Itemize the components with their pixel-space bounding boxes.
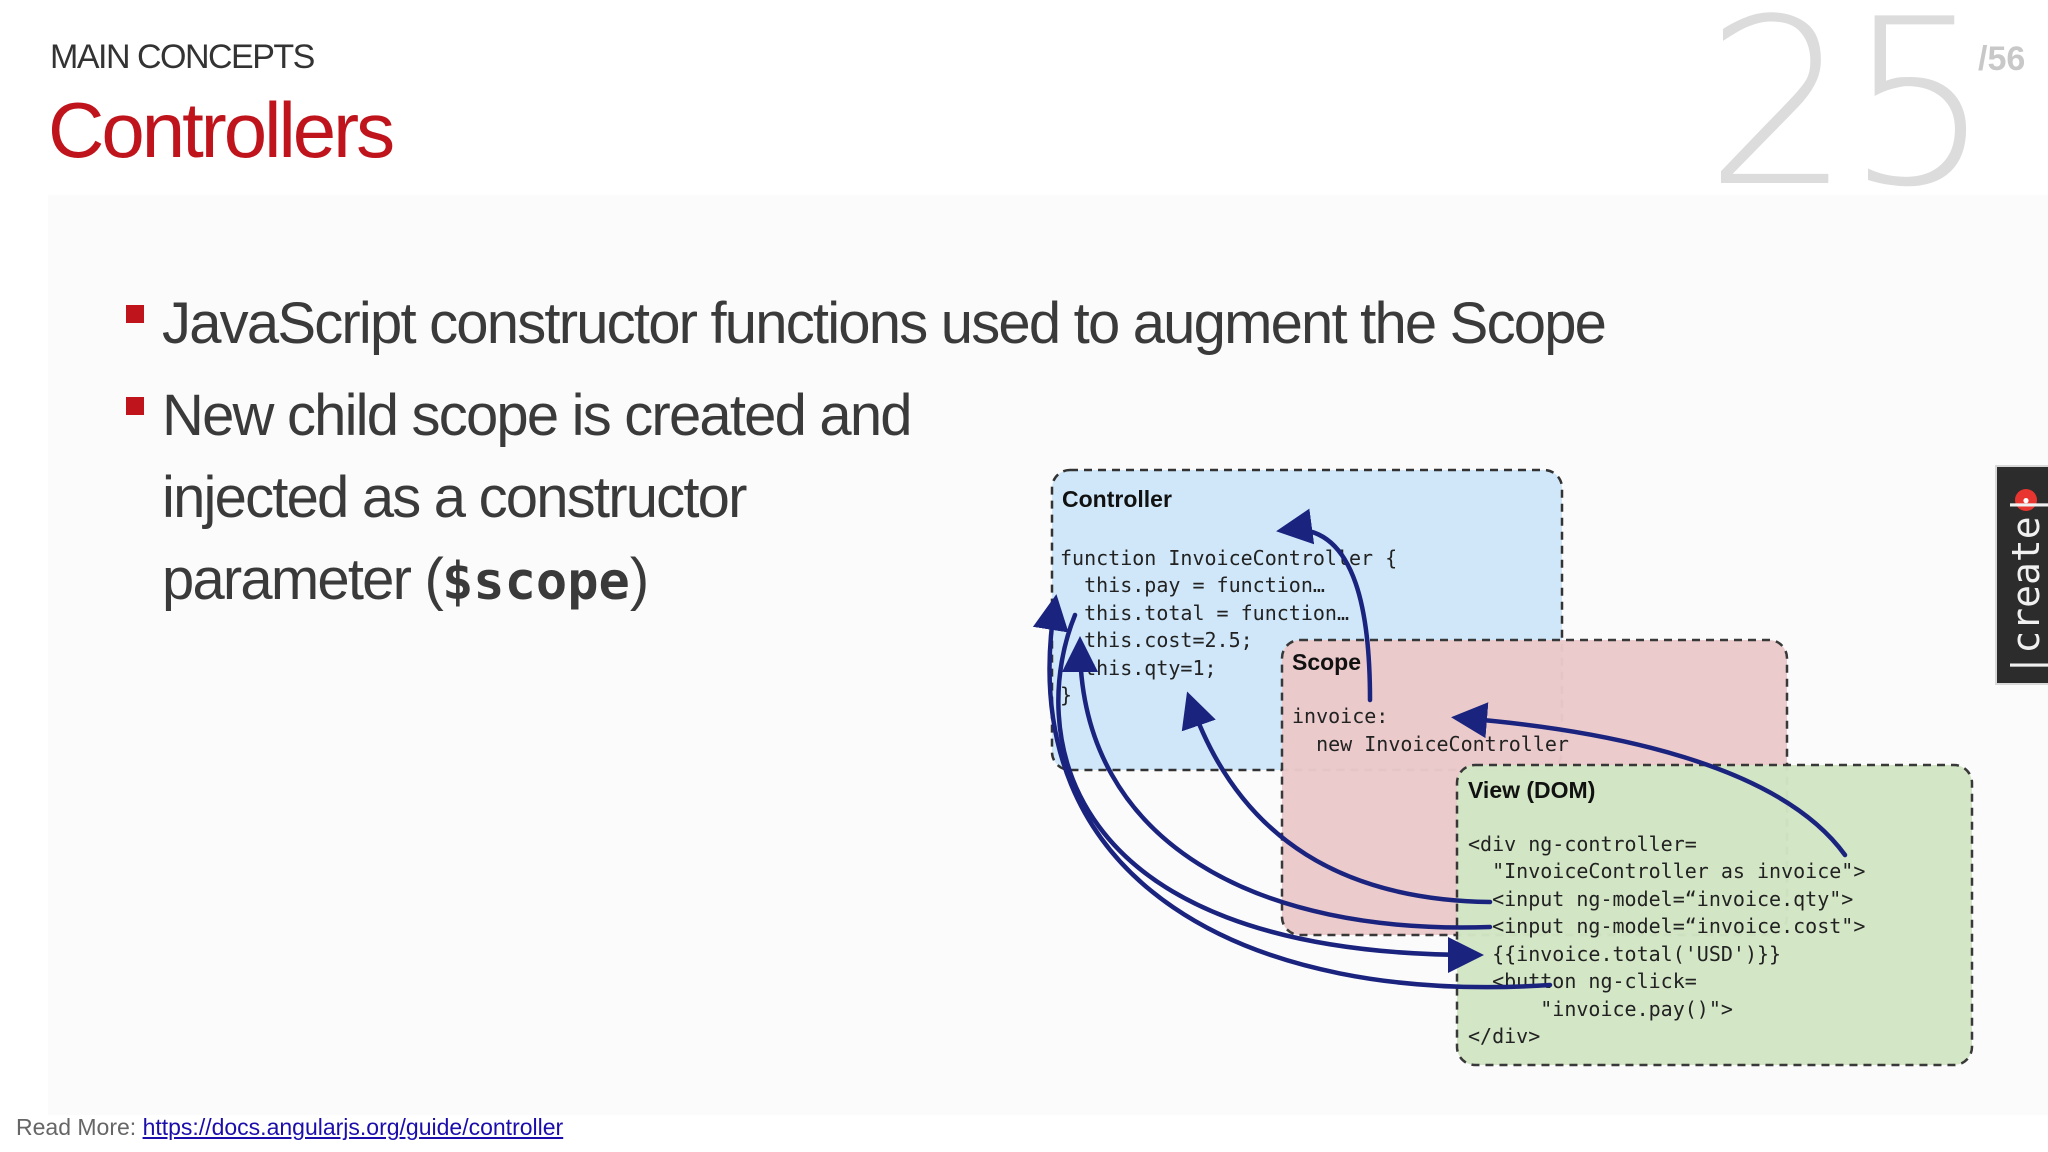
arrow-qty-to-controller (1181, 691, 1493, 905)
scope-code: $scope (441, 552, 630, 612)
slide-total: /56 (1978, 40, 2026, 78)
view-code-line: "InvoiceController as invoice"> (1468, 859, 1865, 883)
controller-code-line: this.total = function… (1060, 601, 1349, 625)
bullet-text: JavaScript constructor functions used to… (162, 291, 1607, 356)
view-code-line: </div> (1468, 1024, 1540, 1048)
create-tab-label: |create| (2004, 493, 2048, 677)
bullet-text-line: injected as a constructor (162, 465, 747, 530)
arrow-cost-to-controller (1062, 636, 1493, 930)
bullet-text-prefix: parameter ( (162, 547, 444, 612)
section-label: MAIN CONCEPTS (50, 38, 315, 76)
scope-title: Scope (1292, 649, 1361, 675)
scope-code-line: invoice: (1292, 704, 1388, 728)
bullet-item: New child scope is created and injected … (120, 375, 1062, 623)
read-more-label: Read More: (16, 1114, 137, 1140)
create-side-tab[interactable]: ● |create| (1995, 465, 2048, 685)
view-code-line: {{invoice.total('USD')}} (1468, 942, 1781, 966)
view-box (1455, 763, 1974, 1067)
arrow-scope-to-controller (1276, 508, 1373, 703)
view-code-line: <button ng-click= (1468, 969, 1697, 993)
scope-code-line: new InvoiceController (1292, 732, 1569, 756)
arrow-pay-to-controller (1032, 594, 1553, 990)
read-more: Read More: https://docs.angularjs.org/gu… (16, 1114, 563, 1141)
slide-title: Controllers (48, 86, 395, 174)
controller-code-line: this.cost=2.5; (1060, 628, 1253, 652)
view-title: View (DOM) (1468, 777, 1595, 803)
bullet-text-suffix: ) (629, 547, 649, 612)
bullet-text-line: New child scope is created and (162, 383, 913, 448)
controller-title: Controller (1062, 486, 1172, 512)
slide-number: 25 (1705, 0, 1992, 238)
arrow-view-to-scope (1451, 702, 1848, 858)
view-code-line: "invoice.pay()"> (1468, 997, 1733, 1021)
bullet-list: JavaScript constructor functions used to… (120, 283, 1607, 623)
view-code-line: <input ng-model=“invoice.qty"> (1468, 887, 1853, 911)
create-logo-icon: ● (2015, 489, 2037, 511)
view-code-line: <div ng-controller= (1468, 832, 1697, 856)
bullet-square-icon (126, 397, 144, 415)
arrow-controller-to-total (1056, 612, 1484, 973)
controller-code-line: this.pay = function… (1060, 573, 1325, 597)
bullet-item: JavaScript constructor functions used to… (120, 283, 1607, 365)
read-more-link[interactable]: https://docs.angularjs.org/guide/control… (142, 1114, 564, 1140)
controller-scope-view-diagram: Controller function InvoiceController { … (1032, 468, 1974, 1067)
bullet-square-icon (126, 305, 144, 323)
view-code-line: <input ng-model=“invoice.cost"> (1468, 914, 1865, 938)
controller-code-line: } (1060, 683, 1072, 707)
